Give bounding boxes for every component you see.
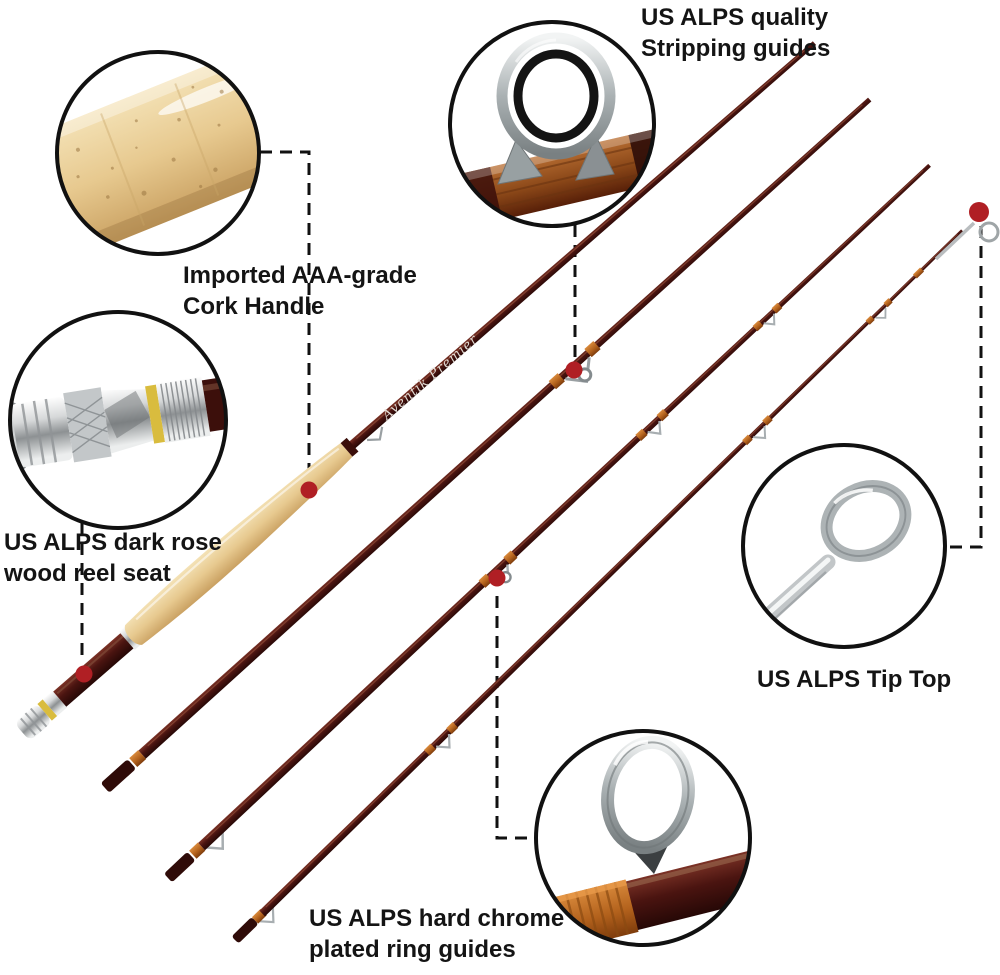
label-line: US ALPS dark rose (4, 529, 222, 556)
marker-dot-reel-seat (75, 665, 93, 683)
snake-guide-icon (205, 830, 225, 851)
locking-ring (42, 690, 67, 717)
label-line: wood reel seat (4, 560, 171, 587)
label-line: plated ring guides (309, 936, 516, 963)
rod-blank (138, 97, 872, 759)
callout-label-stripping-guides: US ALPS quality Stripping guides (641, 2, 830, 64)
marker-dot-ring-guide (488, 569, 506, 587)
guide-leg (497, 138, 543, 185)
tip-top-hardware (934, 221, 1000, 261)
yellow-band (37, 699, 58, 721)
yellow-band (145, 384, 166, 444)
blank-highlight (206, 169, 924, 839)
marker-dot-tip-top (969, 202, 989, 222)
callout-label-reel-seat: US ALPS dark rose wood reel seat (4, 527, 222, 589)
callout-connector-tip-top (947, 226, 983, 549)
callout-connector-cork-handle (260, 150, 311, 477)
guide-with-wraps (424, 722, 459, 756)
blank-highlight (147, 104, 863, 747)
female-ferrule (101, 760, 135, 792)
cork-glare (135, 447, 340, 621)
callout-connector-ring-guide (495, 596, 534, 840)
rod-blank (259, 229, 964, 917)
ribbed-butt-cap (11, 397, 73, 468)
rod-blank (348, 41, 817, 449)
winding-check (340, 437, 359, 457)
guide-leg (575, 134, 615, 181)
cork-speckles (75, 85, 224, 199)
blank-highlight (265, 233, 958, 908)
rod-section-second (101, 97, 872, 792)
label-line: Stripping guides (641, 35, 831, 62)
reel-seat-callout-circle (8, 310, 228, 530)
marker-dot-cork-handle (300, 481, 318, 499)
label-line: Imported AAA-grade (183, 262, 417, 289)
callout-label-cork-handle: Imported AAA-grade Cork Handle (183, 260, 417, 322)
reel-seat-on-rod (17, 626, 142, 739)
thread-wrap (189, 842, 206, 859)
callout-label-tip-top: US ALPS Tip Top (757, 664, 951, 695)
rod-blank (198, 163, 931, 851)
rod-section-tip (232, 229, 964, 943)
tip-top-loop-icon (978, 221, 1000, 243)
thread-wrap (129, 750, 147, 768)
label-line: US ALPS quality (641, 4, 829, 31)
rod-blank-brand-text: Aventik Premier (379, 332, 481, 424)
cork-handle-callout-circle (55, 50, 261, 256)
hook-keeper-icon (367, 426, 384, 442)
blank-highlight (356, 48, 807, 439)
label-line: US ALPS Tip Top (757, 666, 952, 693)
guide-with-wraps (752, 302, 783, 332)
rosewood-insert (201, 371, 226, 432)
marker-dot-stripping-guide (565, 361, 583, 379)
guide-with-wraps (635, 408, 669, 442)
label-line: Cork Handle (183, 293, 325, 320)
female-ferrule (232, 918, 258, 943)
ring-guide-callout-circle (534, 729, 752, 947)
callout-label-ring-guides: US ALPS hard chrome plated ring guides (309, 903, 564, 965)
label-line: US ALPS hard chrome (309, 905, 565, 932)
guide-frame-ring (496, 32, 616, 160)
ceramic-insert-ring (513, 49, 599, 143)
cork-grip (124, 443, 353, 645)
rosewood-insert (53, 626, 142, 707)
tip-top-callout-circle (741, 443, 947, 649)
female-ferrule (165, 852, 195, 882)
thread-wrap (912, 267, 925, 279)
guide-with-wraps (742, 415, 773, 446)
guide-with-wraps (865, 298, 893, 325)
tip-top-tube (934, 221, 976, 261)
snake-guide-icon (258, 907, 275, 924)
threaded-barrel (155, 376, 211, 443)
